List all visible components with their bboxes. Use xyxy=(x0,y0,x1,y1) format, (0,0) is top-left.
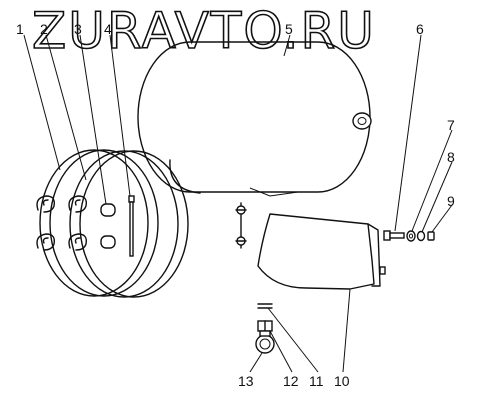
callout-8: 8 xyxy=(447,149,455,165)
leader-lines xyxy=(23,34,453,373)
nut-9 xyxy=(427,231,435,241)
mounting-straps xyxy=(36,149,189,298)
lock-washer-8 xyxy=(416,230,426,242)
callout-12: 12 xyxy=(283,373,299,389)
callout-11: 11 xyxy=(309,373,324,389)
callout-13: 13 xyxy=(238,373,254,389)
lower-hardware xyxy=(255,303,275,354)
callout-4: 4 xyxy=(104,21,112,37)
spring-washer-11 xyxy=(257,303,273,309)
clamp-13 xyxy=(255,330,275,354)
washer-7 xyxy=(406,230,416,242)
tank-fitting xyxy=(352,112,372,130)
heat-shield xyxy=(257,213,386,290)
bushings xyxy=(100,203,116,249)
callout-6: 6 xyxy=(416,21,424,37)
callout-9: 9 xyxy=(447,193,455,209)
callout-3: 3 xyxy=(74,21,82,37)
callout-7: 7 xyxy=(447,117,455,133)
callout-2: 2 xyxy=(40,21,48,37)
air-tank xyxy=(137,41,372,197)
watermark-text: ZURAVTO.RU xyxy=(32,2,376,60)
callout-10: 10 xyxy=(334,373,350,389)
strap-loops xyxy=(36,195,88,251)
bolt-6 xyxy=(383,230,405,241)
callout-1: 1 xyxy=(16,21,24,37)
bracket-bolts xyxy=(235,202,247,249)
callout-labels: 1 2 3 4 5 6 7 8 9 10 11 12 13 xyxy=(16,21,455,389)
nut-12 xyxy=(257,320,273,332)
callout-5: 5 xyxy=(285,21,293,37)
fastener-set xyxy=(383,230,435,242)
long-bolt xyxy=(128,195,135,257)
